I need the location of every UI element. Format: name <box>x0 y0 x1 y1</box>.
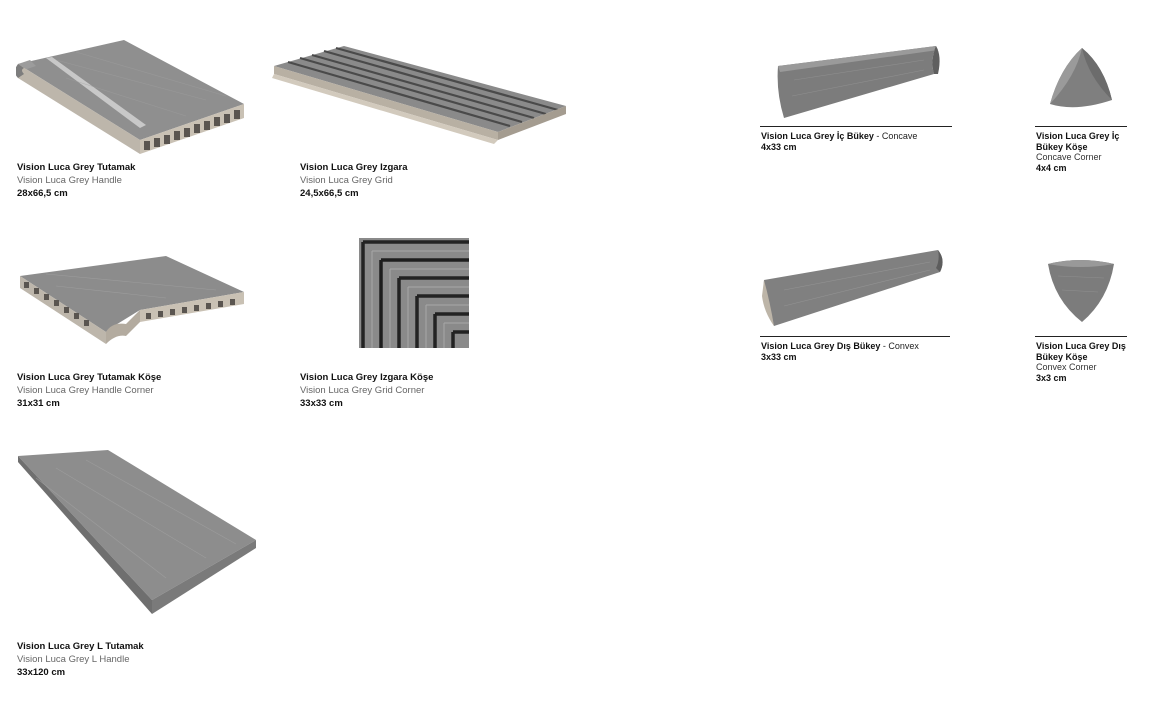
concave-suffix: - Concave <box>873 131 918 141</box>
concave-corner-image <box>1046 46 1116 112</box>
handle-name: Vision Luca Grey Tutamak <box>17 162 136 173</box>
handle-corner-name: Vision Luca Grey Tutamak Köşe <box>17 372 162 383</box>
convex-corner-subtitle: Convex Corner <box>1036 362 1097 372</box>
convex-corner-name-line1: Vision Luca Grey Dış <box>1036 341 1126 351</box>
convex-corner-caption: Vision Luca Grey Dış Bükey Köşe Convex C… <box>1036 341 1126 383</box>
handle-size: 28x66,5 cm <box>17 188 68 199</box>
convex-image <box>760 246 946 330</box>
convex-corner-divider <box>1035 336 1127 337</box>
handle-corner-caption: Vision Luca Grey Tutamak Köşe Vision Luc… <box>17 371 161 410</box>
concave-divider <box>760 126 952 127</box>
l-handle-image <box>16 448 260 618</box>
convex-suffix: - Convex <box>880 341 919 351</box>
concave-corner-size: 4x4 cm <box>1036 162 1067 173</box>
convex-size: 3x33 cm <box>761 351 797 362</box>
convex-divider <box>760 336 950 337</box>
handle-corner-subtitle: Vision Luca Grey Handle Corner <box>17 385 154 396</box>
grid-corner-name: Vision Luca Grey Izgara Köşe <box>300 372 434 383</box>
concave-name: Vision Luca Grey İç Bükey <box>761 131 874 141</box>
grid-size: 24,5x66,5 cm <box>300 188 359 199</box>
handle-corner-image <box>16 252 248 354</box>
grid-corner-subtitle: Vision Luca Grey Grid Corner <box>300 385 425 396</box>
concave-corner-name-line1: Vision Luca Grey İç <box>1036 131 1120 141</box>
l-handle-name: Vision Luca Grey L Tutamak <box>17 641 144 652</box>
grid-name: Vision Luca Grey Izgara <box>300 162 408 173</box>
handle-caption: Vision Luca Grey Tutamak Vision Luca Gre… <box>17 161 135 200</box>
concave-size: 4x33 cm <box>761 141 797 152</box>
grid-corner-image <box>359 238 469 348</box>
grid-caption: Vision Luca Grey Izgara Vision Luca Grey… <box>300 161 408 200</box>
concave-corner-subtitle: Concave Corner <box>1036 152 1102 162</box>
handle-subtitle: Vision Luca Grey Handle <box>17 175 122 186</box>
handle-corner-size: 31x31 cm <box>17 398 60 409</box>
handle-image <box>16 38 248 158</box>
concave-corner-divider <box>1035 126 1127 127</box>
grid-image <box>270 40 570 150</box>
l-handle-size: 33x120 cm <box>17 667 66 678</box>
concave-caption: Vision Luca Grey İç Bükey - Concave 4x33… <box>761 131 917 152</box>
convex-name: Vision Luca Grey Dış Bükey <box>761 341 881 351</box>
grid-corner-caption: Vision Luca Grey Izgara Köşe Vision Luca… <box>300 371 433 410</box>
convex-corner-name-line2: Bükey Köşe <box>1036 351 1088 362</box>
grid-corner-size: 33x33 cm <box>300 398 343 409</box>
convex-caption: Vision Luca Grey Dış Bükey - Convex 3x33… <box>761 341 919 362</box>
l-handle-subtitle: Vision Luca Grey L Handle <box>17 654 130 665</box>
concave-corner-name-line2: Bükey Köşe <box>1036 141 1088 152</box>
convex-corner-image <box>1044 256 1118 324</box>
concave-corner-caption: Vision Luca Grey İç Bükey Köşe Concave C… <box>1036 131 1119 173</box>
convex-corner-size: 3x3 cm <box>1036 372 1067 383</box>
concave-image <box>774 40 944 122</box>
grid-subtitle: Vision Luca Grey Grid <box>300 175 393 186</box>
l-handle-caption: Vision Luca Grey L Tutamak Vision Luca G… <box>17 640 144 679</box>
